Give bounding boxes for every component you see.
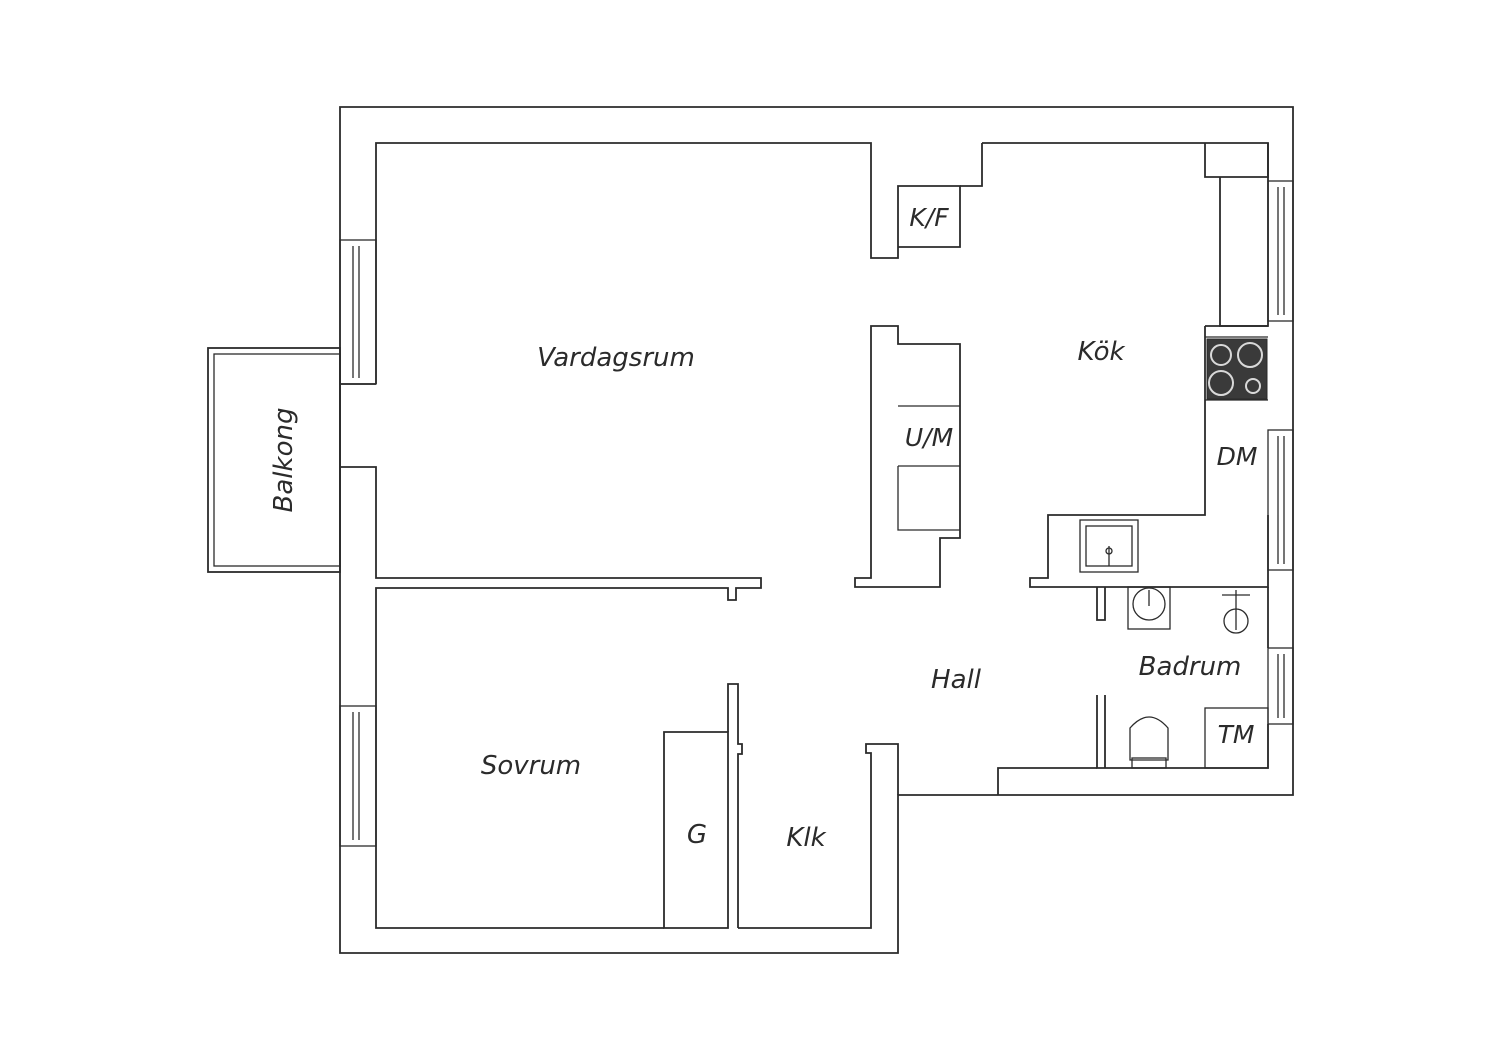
- fixture-label-dm: DM: [1217, 442, 1258, 471]
- window-bathroom: [1267, 647, 1294, 725]
- room-label-sovrum: Sovrum: [481, 751, 581, 781]
- room-label-klk: Klk: [786, 823, 826, 853]
- bathroom-sink: [1127, 586, 1171, 630]
- room-label-vardagsrum: Vardagsrum: [537, 343, 695, 373]
- stove: [1206, 338, 1268, 400]
- room-label-badrum: Badrum: [1139, 652, 1242, 682]
- window-living: [339, 239, 377, 385]
- um-bottom: [897, 466, 960, 531]
- fixture-label-um: U/M: [905, 423, 953, 452]
- shower: [1222, 590, 1250, 634]
- room-label-kok: Kök: [1077, 337, 1125, 367]
- door-jamb-left: [727, 683, 743, 928]
- room-label-hall: Hall: [931, 665, 982, 695]
- kitchen-sink: [1079, 519, 1139, 573]
- fixture-label-kf: K/F: [909, 203, 949, 232]
- room-label-balkong: Balkong: [269, 408, 299, 513]
- living-room-wall: [375, 142, 961, 384]
- toilet: [1129, 716, 1169, 769]
- room-label-g: G: [687, 820, 707, 850]
- kitchen-counter: [1219, 143, 1269, 327]
- bathroom-wall: [1096, 587, 1269, 769]
- window-kitchen-top: [1267, 180, 1294, 322]
- kitchen-wall: [960, 142, 1269, 187]
- balcony: [207, 347, 341, 573]
- bathroom-outer-step: [997, 767, 1097, 795]
- window-bedroom: [339, 705, 377, 847]
- window-kitchen-bottom: [1267, 429, 1294, 571]
- kitchen-right-wall: [1029, 325, 1269, 588]
- center-partition: [854, 325, 961, 588]
- fixture-label-tm: TM: [1218, 720, 1255, 749]
- klk-wall: [738, 743, 899, 929]
- tm-box: [1204, 707, 1269, 769]
